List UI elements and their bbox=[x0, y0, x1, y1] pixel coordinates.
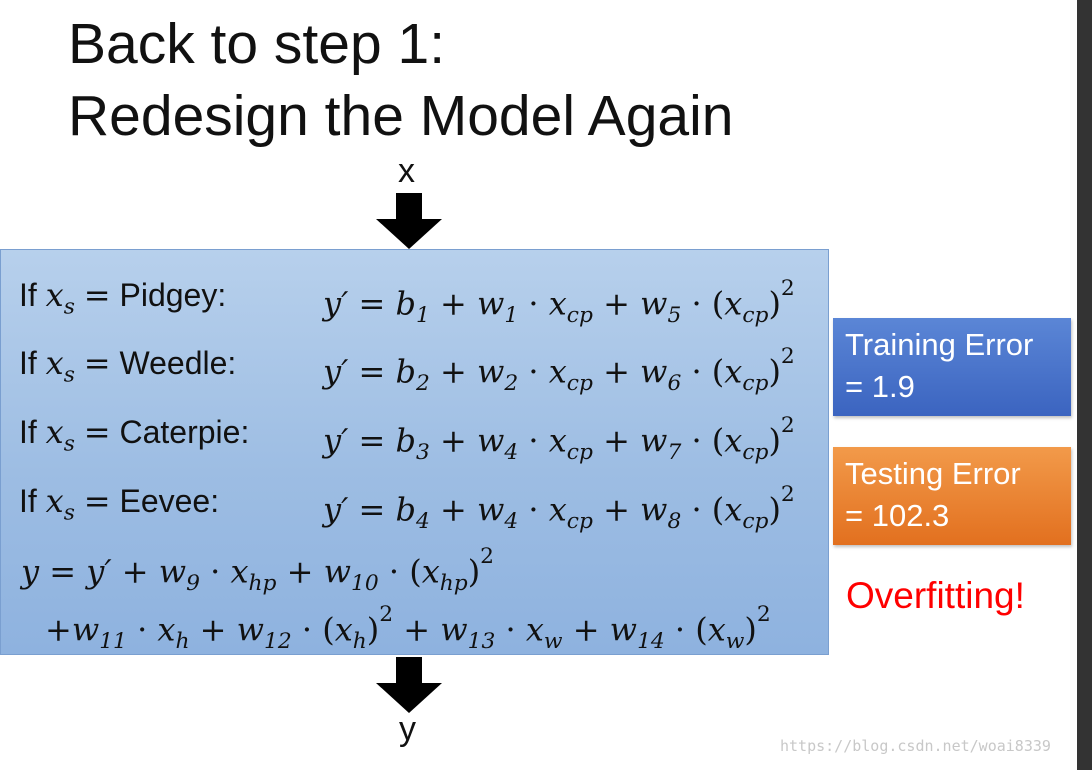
case-equation: y′ = b2 + w2 · xcp + w6 · (xcp)2 bbox=[323, 344, 795, 397]
case-condition: If xs = Caterpie: bbox=[19, 413, 250, 457]
training-error-box: Training Error = 1.9 bbox=[833, 318, 1071, 416]
training-error-label: Training Error bbox=[845, 327, 1034, 362]
species-name: Pidgey: bbox=[119, 277, 227, 313]
training-error-value: = 1.9 bbox=[845, 369, 915, 404]
case-row: If xs = Eevee: bbox=[19, 482, 309, 526]
species-name: Eevee: bbox=[119, 483, 220, 519]
species-name: Weedle: bbox=[119, 345, 237, 381]
case-equation: y′ = b1 + w1 · xcp + w5 · (xcp)2 bbox=[323, 276, 795, 329]
title-line-2: Redesign the Model Again bbox=[68, 84, 734, 148]
case-row: If xs = Pidgey: bbox=[19, 276, 309, 320]
testing-error-value: = 102.3 bbox=[845, 498, 950, 533]
case-condition: If xs = Weedle: bbox=[19, 344, 237, 388]
case-row: If xs = Caterpie: bbox=[19, 413, 309, 457]
down-arrow-icon bbox=[376, 657, 442, 713]
case-row: If xs = Weedle: bbox=[19, 344, 309, 388]
output-variable: y bbox=[399, 710, 416, 748]
case-condition: If xs = Eevee: bbox=[19, 482, 220, 526]
down-arrow-icon bbox=[376, 193, 442, 249]
case-equation: y′ = b3 + w4 · xcp + w7 · (xcp)2 bbox=[323, 413, 795, 466]
testing-error-label: Testing Error bbox=[845, 456, 1021, 491]
window-edge bbox=[1077, 0, 1092, 770]
model-box: If xs = Pidgey: y′ = b1 + w1 · xcp + w5 … bbox=[0, 249, 829, 655]
testing-error-box: Testing Error = 102.3 bbox=[833, 447, 1071, 545]
combined-equation-line-2: +w11 · xh + w12 · (xh)2 + w13 · xw + w14… bbox=[45, 602, 771, 655]
case-equation: y′ = b4 + w4 · xcp + w8 · (xcp)2 bbox=[323, 482, 795, 535]
title-line-1: Back to step 1: bbox=[68, 12, 446, 76]
watermark: https://blog.csdn.net/woai8339 bbox=[780, 737, 1051, 755]
slide-title: Back to step 1: Redesign the Model Again bbox=[68, 8, 733, 152]
input-variable: x bbox=[398, 152, 415, 190]
case-condition: If xs = Pidgey: bbox=[19, 276, 227, 320]
overfitting-label: Overfitting! bbox=[846, 575, 1025, 616]
combined-equation-line-1: y = y′ + w9 · xhp + w10 · (xhp)2 bbox=[21, 544, 495, 597]
species-name: Caterpie: bbox=[119, 414, 250, 450]
